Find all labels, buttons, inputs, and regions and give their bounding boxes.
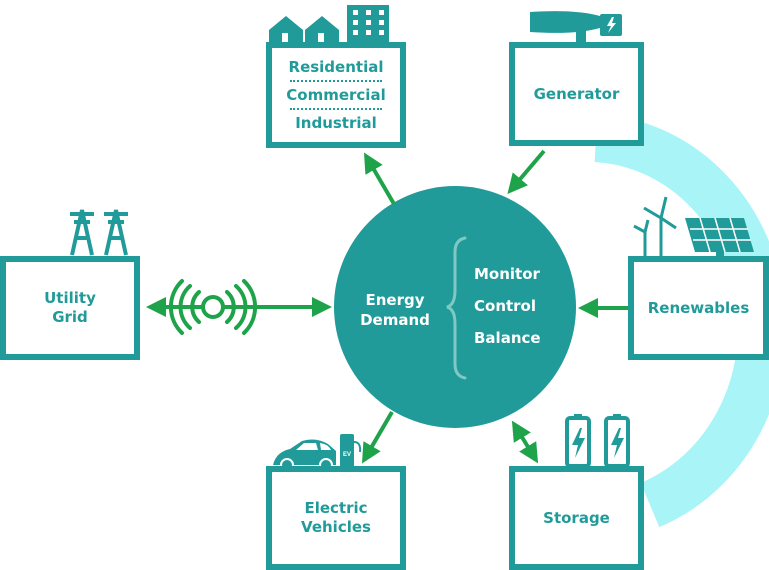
wind-turbines-icon [633,196,677,258]
consumers-residential: Residential [288,57,384,76]
consumers-box: Residential Commercial Industrial [266,42,406,148]
utility-grid-line1: Utility [44,289,96,307]
generator-label: Generator [533,84,620,103]
consumers-commercial: Commercial [286,85,386,104]
action-control: Control [474,297,537,315]
arrow-to-electric-vehicles [361,410,394,464]
action-monitor: Monitor [474,265,540,283]
utility-grid-box: Utility Grid [0,256,140,360]
electric-vehicles-box: Electric Vehicles [266,466,406,570]
center-title-line1: Energy [365,291,425,309]
batteries-icon [565,414,630,468]
electric-vehicles-line2: Vehicles [301,518,371,536]
ev-charger-icon: EV [340,434,362,467]
signal-icon [168,279,258,335]
energy-demand-title: Energy Demand [355,290,435,330]
building-windows [282,10,384,42]
electric-vehicles-line1: Electric [304,499,368,517]
renewables-label: Renewables [647,298,750,317]
transmission-towers-icon [70,209,128,256]
solar-panel-icon [685,217,754,258]
ev-charger-label: EV [343,452,351,458]
generator-icon [530,11,622,44]
storage-label: Storage [543,508,610,527]
arrow-storage-bidirectional [511,420,539,464]
divider [290,107,382,110]
energy-demand-circle [334,186,576,428]
arrow-to-consumers [363,152,396,206]
storage-box: Storage [509,466,644,570]
renewables-box: Renewables [628,256,769,360]
divider [290,79,382,82]
generator-box: Generator [509,42,644,146]
arrow-from-generator [507,149,546,195]
center-title-line2: Demand [360,311,430,329]
consumers-industrial: Industrial [295,113,377,132]
utility-grid-line2: Grid [52,308,88,326]
action-balance: Balance [474,329,541,347]
brace-icon [446,236,467,380]
